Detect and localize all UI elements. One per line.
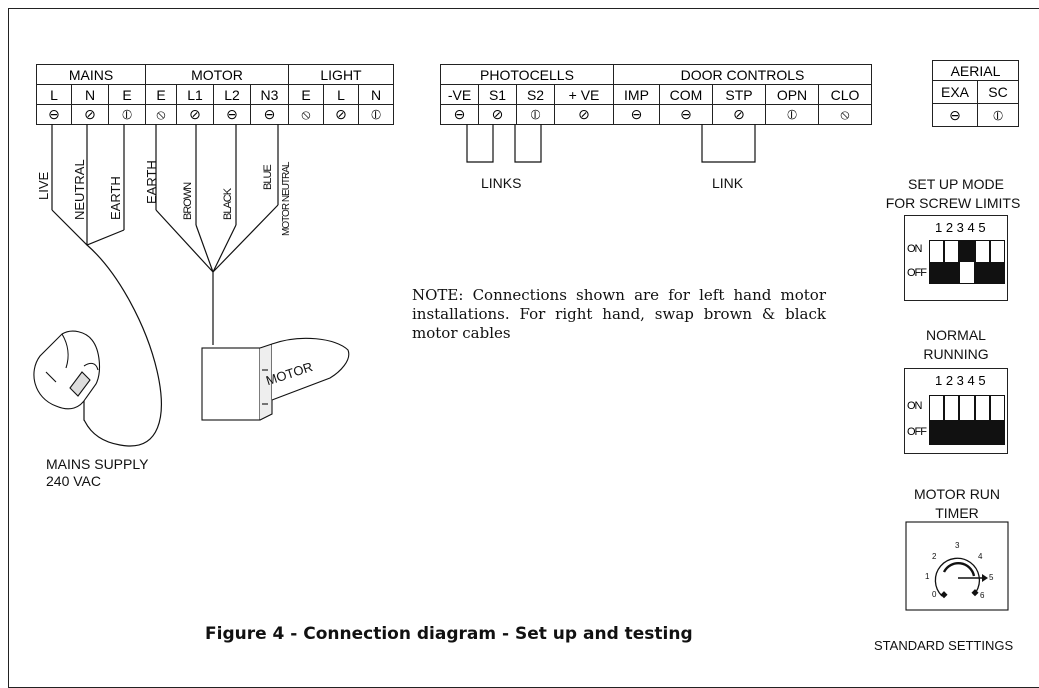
dip-switch-3 [959, 240, 975, 284]
dip-switch-4 [974, 395, 990, 445]
screw-terminal-icon: ⦸ [818, 104, 872, 125]
screw-terminal-icon: ⊖ [613, 104, 660, 125]
dial-number: 2 [932, 552, 937, 561]
aerial-terminal-label: EXA [932, 80, 978, 104]
screw-terminal-icon: ⊘ [554, 104, 614, 125]
link-label: LINK [712, 175, 744, 191]
dip-switch-knob [975, 420, 989, 444]
motor-run-timer-subtitle: TIMER [935, 505, 979, 521]
mains-header: MAINS [36, 64, 146, 85]
dip-switch-knob [945, 420, 959, 444]
motor-run-timer-title: MOTOR RUN [913, 486, 1001, 502]
setup-mode-subtitle: FOR SCREW LIMITS [885, 195, 1021, 211]
aerial-terminal-block: AERIAL EXA SC ⊖ ⦶ [932, 60, 1019, 127]
standard-settings-label: STANDARD SETTINGS [874, 638, 1014, 653]
screw-terminal-icon: ⊖ [932, 103, 978, 127]
control-terminal-block: PHOTOCELLS DOOR CONTROLS -VE S1 S2 + VE … [440, 64, 872, 125]
motor-wire-join [155, 204, 279, 273]
mains-supply-label: MAINS SUPPLY [46, 456, 149, 472]
links-label: LINKS [481, 175, 522, 191]
door-controls-header: DOOR CONTROLS [613, 64, 872, 85]
brown-wire-label: BROWN [182, 182, 194, 220]
dip-switch-5 [989, 395, 1005, 445]
screw-terminal-icon: ⦶ [516, 104, 555, 125]
screw-terminal-icon: ⊖ [213, 104, 251, 125]
dip-switch-5 [989, 240, 1005, 284]
screw-terminal-icon: ⊖ [36, 104, 72, 125]
black-wire-label: BLACK [222, 188, 234, 220]
main-terminal-block: MAINS MOTOR LIGHT L N E E L1 L2 N3 E L N… [36, 64, 394, 125]
mains-plug-icon [33, 330, 101, 410]
normal-dip-switch: 1 2 3 4 5 ON OFF [904, 368, 1008, 454]
earth-wire-label: EARTH [108, 176, 123, 220]
dip-switch-1 [929, 240, 945, 284]
dip-switch-knob [945, 262, 959, 283]
dial-number: 1 [925, 572, 930, 581]
screw-terminal-icon: ⦶ [977, 103, 1019, 127]
dip-numbers: 1 2 3 4 5 [935, 373, 986, 388]
screw-terminal-icon: ⦸ [288, 104, 324, 125]
normal-running-title: NORMAL [926, 327, 986, 343]
off-label: OFF [907, 267, 927, 279]
live-wire-label: LIVE [36, 171, 51, 200]
dip-numbers: 1 2 3 4 5 [935, 220, 986, 235]
dip-switch-knob [930, 262, 944, 283]
motor-earth-wire-label: EARTH [144, 160, 159, 204]
motor-terminal-label: N3 [250, 84, 289, 105]
photocell-terminal-label: S2 [516, 84, 555, 105]
dip-switch-2 [944, 395, 960, 445]
dip-switch-2 [944, 240, 960, 284]
dip-switch-knob [990, 262, 1004, 283]
mains-voltage-label: 240 VAC [46, 473, 101, 489]
dip-switch-knob [960, 241, 974, 262]
dip-switch-4 [974, 240, 990, 284]
normal-running-subtitle: RUNNING [923, 346, 989, 362]
motor-neutral-wire-label: MOTOR NEUTRAL [281, 162, 292, 237]
screw-terminal-icon: ⦶ [358, 104, 394, 125]
dip-switch-3 [959, 395, 975, 445]
dial-number: 3 [955, 541, 960, 550]
motor-icon [201, 337, 350, 421]
aerial-terminal-label: SC [977, 80, 1019, 104]
off-label: OFF [907, 426, 927, 438]
photocell-link-1 [466, 124, 494, 163]
setup-switch-row [929, 240, 1005, 284]
aerial-header: AERIAL [932, 60, 1019, 81]
on-label: ON [907, 400, 922, 412]
dip-switch-knob [990, 420, 1004, 444]
dial-number: 5 [989, 573, 994, 582]
normal-switch-row [929, 395, 1005, 445]
neutral-wire-label: NEUTRAL [72, 159, 87, 220]
dial-number: 4 [978, 552, 983, 561]
door-control-link [701, 124, 756, 163]
wiring-drawing [33, 124, 1009, 611]
on-label: ON [907, 243, 922, 255]
dial-number: 0 [932, 590, 937, 599]
motor-run-timer-dial [905, 521, 1009, 611]
mains-cable [83, 244, 162, 447]
dip-switch-knob [930, 420, 944, 444]
setup-mode-title: SET UP MODE [908, 176, 1004, 192]
dip-switch-1 [929, 395, 945, 445]
photocell-link-2 [514, 124, 542, 163]
dip-switch-knob [960, 420, 974, 444]
installation-note: NOTE: Connections shown are for left han… [412, 286, 826, 342]
connection-diagram: MAINS MOTOR LIGHT L N E E L1 L2 N3 E L N… [8, 8, 1039, 688]
setup-dip-switch: 1 2 3 4 5 ON OFF [904, 215, 1008, 301]
dial-number: 6 [980, 591, 985, 600]
figure-caption: Figure 4 - Connection diagram - Set up a… [205, 624, 693, 644]
blue-wire-label: BLUE [262, 165, 274, 190]
dip-switch-knob [975, 262, 989, 283]
